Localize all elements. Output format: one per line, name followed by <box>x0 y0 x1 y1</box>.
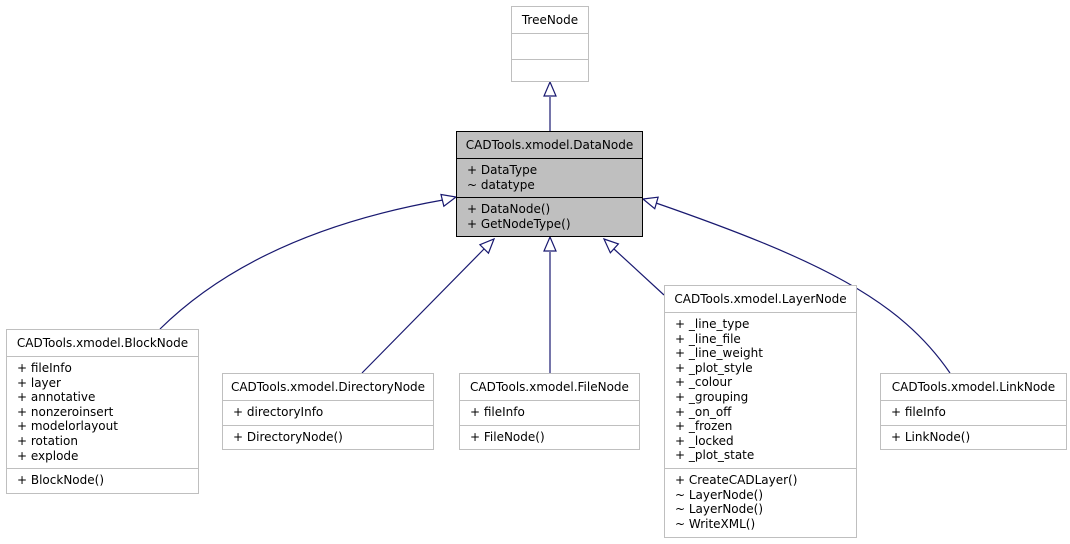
class-filenode[interactable]: CADTools.xmodel.FileNode + fileInfo + File… <box>459 373 640 450</box>
class-operation: + BlockNode() <box>17 473 105 488</box>
class-attribute: + _colour <box>675 375 733 390</box>
class-attributes-section: + DataType~ datatype <box>457 159 642 199</box>
class-title[interactable]: CADTools.xmodel.LinkNode <box>881 374 1066 401</box>
class-operation: ~ WriteXML() <box>675 516 756 531</box>
class-title[interactable]: CADTools.xmodel.LayerNode <box>665 286 856 313</box>
class-attribute: + fileInfo <box>17 361 72 375</box>
class-layernode[interactable]: CADTools.xmodel.LayerNode+ _line_type+ _… <box>664 285 857 538</box>
class-attributes-section: + _line_type+ _line_file+ _line_weight+ … <box>665 313 856 469</box>
inheritance-arrowhead <box>543 235 557 252</box>
class-operation: ~ LayerNode() <box>675 502 764 517</box>
class-operation: + DirectoryNode() <box>233 429 343 444</box>
class-attribute: + _frozen <box>675 419 733 434</box>
class-attribute: + _plot_state <box>675 448 755 463</box>
class-treenode[interactable]: TreeNode <box>511 6 589 82</box>
class-directorynode[interactable]: CADTools.xmodel.DirectoryNode + directory… <box>222 373 434 450</box>
class-attribute: + layer <box>17 375 61 390</box>
class-attribute: ~ datatype <box>467 177 535 192</box>
class-operations-section: + FileNode() <box>460 426 639 450</box>
class-attributes-section: + directoryInfo <box>223 401 433 426</box>
class-operations-section: + DataNode()+ GetNodeType() <box>457 198 642 238</box>
class-operations-section <box>512 60 588 84</box>
inheritance-arrowhead <box>543 80 557 97</box>
class-attribute: + _line_file <box>675 331 741 346</box>
inheritance-edge-layernode <box>613 248 665 296</box>
class-operation: + LinkNode() <box>891 429 971 444</box>
class-attributes-section <box>512 34 588 60</box>
class-attribute: + rotation <box>17 433 78 448</box>
class-operation: + FileNode() <box>470 429 545 444</box>
class-attributes-section: + fileInfo <box>881 401 1066 426</box>
class-attribute: + nonzeroinsert <box>17 404 114 419</box>
class-operations-section: + LinkNode() <box>881 426 1066 450</box>
class-title[interactable]: CADTools.xmodel.DataNode <box>457 132 642 159</box>
class-operation: ~ LayerNode() <box>675 487 764 502</box>
class-blocknode[interactable]: CADTools.xmodel.BlockNode+ fileInfo+ lay… <box>6 329 199 494</box>
class-attribute: + fileInfo <box>470 405 525 419</box>
class-attribute: + _grouping <box>675 389 749 404</box>
class-title[interactable]: CADTools.xmodel.FileNode <box>460 374 639 401</box>
class-attribute: + fileInfo <box>891 405 946 419</box>
inheritance-edge-linknode <box>655 202 951 374</box>
class-attribute: + DataType <box>467 163 538 177</box>
class-attribute: + directoryInfo <box>233 405 324 419</box>
inheritance-arrowhead <box>478 237 496 255</box>
inheritance-edge-blocknode <box>159 199 444 330</box>
class-operations-section: + BlockNode() <box>7 469 198 493</box>
class-linknode[interactable]: CADTools.xmodel.LinkNode + fileInfo + Link… <box>880 373 1067 450</box>
class-attribute: + _on_off <box>675 404 732 419</box>
inheritance-arrowhead <box>641 196 659 210</box>
inheritance-edge-directorynode <box>361 248 485 374</box>
class-attributes-section: + fileInfo+ layer+ annotative+ nonzeroin… <box>7 357 198 470</box>
class-operation: + DataNode() <box>467 202 551 217</box>
class-attribute: + explode <box>17 448 79 463</box>
class-operations-section: + CreateCADLayer()~ LayerNode()~ LayerNo… <box>665 469 856 536</box>
class-datanode[interactable]: CADTools.xmodel.DataNode+ DataType~ data… <box>456 131 643 238</box>
class-attribute: + _plot_style <box>675 360 753 375</box>
class-attribute: + modelorlayout <box>17 419 118 434</box>
inheritance-arrowhead <box>440 193 458 208</box>
class-attribute: + _line_type <box>675 317 750 331</box>
class-operation: + CreateCADLayer() <box>675 472 798 487</box>
class-operations-section: + DirectoryNode() <box>223 426 433 450</box>
class-title[interactable]: CADTools.xmodel.BlockNode <box>7 330 198 357</box>
class-attribute: + _locked <box>675 433 734 448</box>
class-attribute: + annotative <box>17 390 96 405</box>
class-title[interactable]: CADTools.xmodel.DirectoryNode <box>223 374 433 401</box>
class-attributes-section: + fileInfo <box>460 401 639 426</box>
class-title[interactable]: TreeNode <box>512 7 588 34</box>
inheritance-arrowhead <box>602 237 620 254</box>
class-operation: + GetNodeType() <box>467 216 571 231</box>
class-attribute: + _line_weight <box>675 346 763 361</box>
